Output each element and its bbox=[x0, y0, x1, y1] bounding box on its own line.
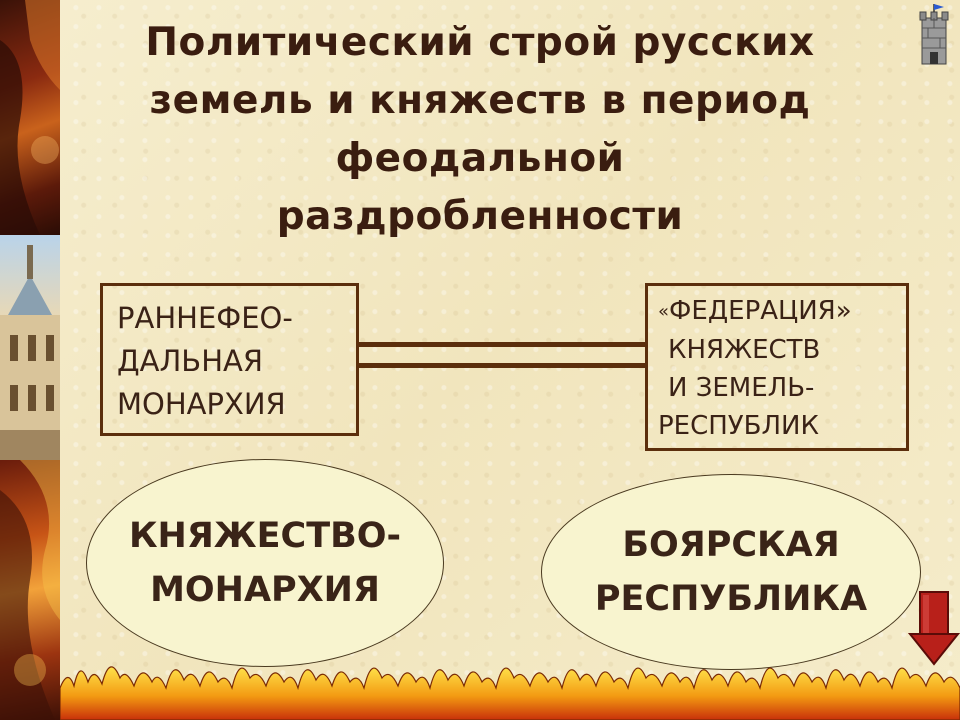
left-ellipse-line-1: КНЯЖЕСТВО- bbox=[128, 516, 402, 556]
left-box-line-1: РАННЕФЕО- bbox=[117, 301, 293, 335]
title-line-4: раздробленности bbox=[276, 194, 684, 239]
fire-border-decoration bbox=[60, 666, 960, 720]
federation-word: ФЕДЕРАЦИЯ» bbox=[669, 296, 852, 326]
fire-warrior-image bbox=[0, 460, 60, 720]
boyar-republic-ellipse: БОЯРСКАЯ РЕСПУБЛИКА bbox=[541, 474, 921, 670]
connector-line-top bbox=[359, 342, 645, 347]
right-box-line-1: «ФЕДЕРАЦИЯ» bbox=[658, 292, 906, 331]
left-ellipse-line-2: МОНАРХИЯ bbox=[150, 570, 380, 610]
left-box-line-2: ДАЛЬНАЯ bbox=[117, 344, 263, 378]
title-line-2: земель и княжеств в период bbox=[149, 78, 811, 123]
title-line-1: Политический строй русских bbox=[145, 20, 815, 65]
castle-tower-icon bbox=[919, 4, 949, 65]
left-decorative-strip bbox=[0, 0, 60, 720]
left-box-line-3: МОНАРХИЯ bbox=[117, 387, 286, 421]
quote-mark: « bbox=[658, 301, 670, 322]
cathedral-image bbox=[0, 235, 60, 460]
right-ellipse-line-2: РЕСПУБЛИКА bbox=[594, 579, 868, 619]
right-box-line-2: КНЯЖЕСТВ bbox=[668, 335, 821, 365]
warrior-image bbox=[0, 0, 60, 235]
right-ellipse-line-1: БОЯРСКАЯ bbox=[622, 525, 840, 565]
connector-line-bottom bbox=[359, 363, 645, 368]
federation-box: «ФЕДЕРАЦИЯ» КНЯЖЕСТВ И ЗЕМЕЛЬ- РЕСПУБЛИК bbox=[645, 283, 909, 451]
principality-monarchy-ellipse: КНЯЖЕСТВО- МОНАРХИЯ bbox=[86, 459, 444, 667]
down-arrow-icon[interactable] bbox=[908, 590, 960, 668]
early-feudal-monarchy-box: РАННЕФЕО- ДАЛЬНАЯ МОНАРХИЯ bbox=[100, 283, 359, 436]
right-box-line-4: РЕСПУБЛИК bbox=[658, 411, 819, 441]
slide-title: Политический строй русских земель и княж… bbox=[70, 14, 890, 246]
right-box-line-3: И ЗЕМЕЛЬ- bbox=[668, 373, 815, 403]
title-line-3: феодальной bbox=[335, 136, 625, 181]
